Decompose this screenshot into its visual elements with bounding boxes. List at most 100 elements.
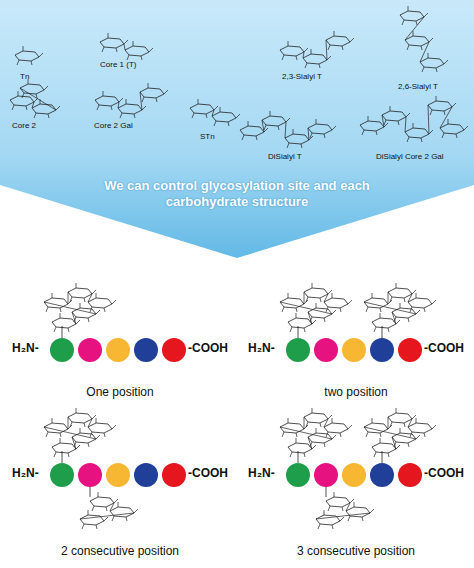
- sugar-ring: [95, 91, 123, 110]
- sugar-ring: [20, 79, 48, 98]
- amino-acid-residue: [78, 463, 102, 487]
- glycan-name: Core 2: [12, 121, 36, 130]
- glycosidic-bond: [326, 40, 327, 60]
- glycosidic-bond: [68, 417, 69, 429]
- chevron-banner: We can control glycosylation site and ea…: [0, 0, 474, 258]
- amino-acid-residue: [162, 338, 186, 362]
- terminus-label: H₂N-: [248, 467, 275, 481]
- panel-caption: two position: [246, 386, 466, 400]
- glycosidic-bond: [405, 17, 424, 40]
- sugar-ring: [408, 418, 436, 437]
- sugar-ring: [240, 121, 268, 140]
- glycosidic-bond: [285, 122, 286, 138]
- glycosidic-bond: [408, 294, 412, 302]
- glycosidic-bond: [364, 427, 416, 439]
- amino-acid-residue: [106, 338, 130, 362]
- banner-text: We can control glycosylation site and ea…: [97, 178, 377, 210]
- glycosidic-bond: [440, 107, 452, 128]
- glycosidic-bond: [20, 88, 56, 110]
- sugar-ring: [52, 438, 80, 457]
- sugar-ring: [52, 313, 80, 332]
- sugar-ring: [372, 313, 400, 332]
- glycosidic-bond: [212, 110, 214, 116]
- sugar-ring: [15, 46, 43, 65]
- glycosidic-bond: [392, 312, 396, 324]
- sugar-ring: [288, 438, 316, 457]
- sugar-ring: [428, 96, 456, 115]
- sugar-ring: [72, 428, 100, 447]
- amino-acid-residue: [50, 338, 74, 362]
- sugar-ring: [285, 129, 313, 148]
- chevron-fill: [0, 0, 474, 258]
- sugar-ring: [44, 418, 72, 437]
- glycan-name: Tn: [20, 72, 29, 81]
- terminus-label: H₂N-: [12, 342, 39, 356]
- glycan-name: Core 1 (T): [100, 60, 136, 69]
- glycan-name: DiSialyl Core 2 Gal: [376, 152, 444, 161]
- sugar-ring: [304, 408, 332, 427]
- sugar-ring: [360, 116, 388, 135]
- glycan-name: 2,6-Sialyl T: [398, 82, 438, 91]
- glycosidic-bond: [382, 115, 384, 127]
- sugar-ring: [372, 438, 400, 457]
- sugar-ring: [280, 41, 308, 60]
- glycosidic-bond: [80, 513, 134, 519]
- sugar-ring: [440, 119, 468, 138]
- sugar-ring: [308, 119, 336, 138]
- sugar-ring: [212, 107, 240, 126]
- glycosidic-bond: [280, 427, 332, 439]
- amino-acid-residue: [134, 338, 158, 362]
- sugar-ring: [68, 283, 96, 302]
- sugar-ring: [392, 303, 420, 322]
- sugar-ring: [280, 418, 308, 437]
- sugar-ring: [364, 418, 392, 437]
- glycosidic-bond: [303, 52, 304, 58]
- sugar-ring: [400, 6, 428, 25]
- sugar-ring: [80, 510, 108, 529]
- sugar-ring: [326, 31, 354, 50]
- amino-acid-residue: [370, 463, 394, 487]
- amino-acid-residue: [50, 463, 74, 487]
- glycan-linker: [90, 487, 91, 497]
- amino-acid-residue: [370, 338, 394, 362]
- glycosidic-bond: [324, 294, 328, 302]
- glycosidic-bond: [262, 120, 264, 132]
- sugar-ring: [420, 53, 448, 72]
- glycosidic-bond: [388, 417, 389, 429]
- glycan-name: Core 2 Gal: [94, 121, 133, 130]
- sugar-ring: [44, 293, 72, 312]
- sugar-ring: [100, 33, 128, 52]
- amino-acid-residue: [398, 463, 422, 487]
- sugar-ring: [308, 428, 336, 447]
- amino-acid-residue: [314, 463, 338, 487]
- glycosidic-bond: [304, 292, 305, 304]
- glycosidic-bond: [308, 437, 312, 449]
- amino-acid-residue: [106, 463, 130, 487]
- sugar-ring: [304, 283, 332, 302]
- terminus-label: -COOH: [424, 342, 464, 356]
- glycosidic-bond: [118, 102, 119, 108]
- sugar-ring: [280, 293, 308, 312]
- amino-acid-residue: [342, 463, 366, 487]
- glycosidic-bond: [308, 128, 309, 140]
- glycosidic-bond: [72, 312, 76, 324]
- sugar-ring: [288, 313, 316, 332]
- glycosidic-bond: [280, 302, 332, 314]
- sugar-ring: [408, 293, 436, 312]
- glycosidic-bond: [388, 292, 389, 304]
- terminus-label: H₂N-: [248, 342, 275, 356]
- terminus-label: -COOH: [188, 467, 228, 481]
- glycosidic-bond: [72, 437, 76, 449]
- amino-acid-residue: [162, 463, 186, 487]
- glycosidic-bond: [68, 292, 69, 304]
- glycosidic-bond: [428, 105, 429, 134]
- glycosidic-bond: [346, 503, 350, 511]
- sugar-ring: [388, 408, 416, 427]
- amino-acid-residue: [342, 338, 366, 362]
- glycosidic-bond: [124, 44, 125, 50]
- sugar-ring: [125, 41, 153, 60]
- amino-acid-residue: [78, 338, 102, 362]
- panel-caption: One position: [10, 386, 230, 400]
- glycosidic-bond: [316, 513, 370, 519]
